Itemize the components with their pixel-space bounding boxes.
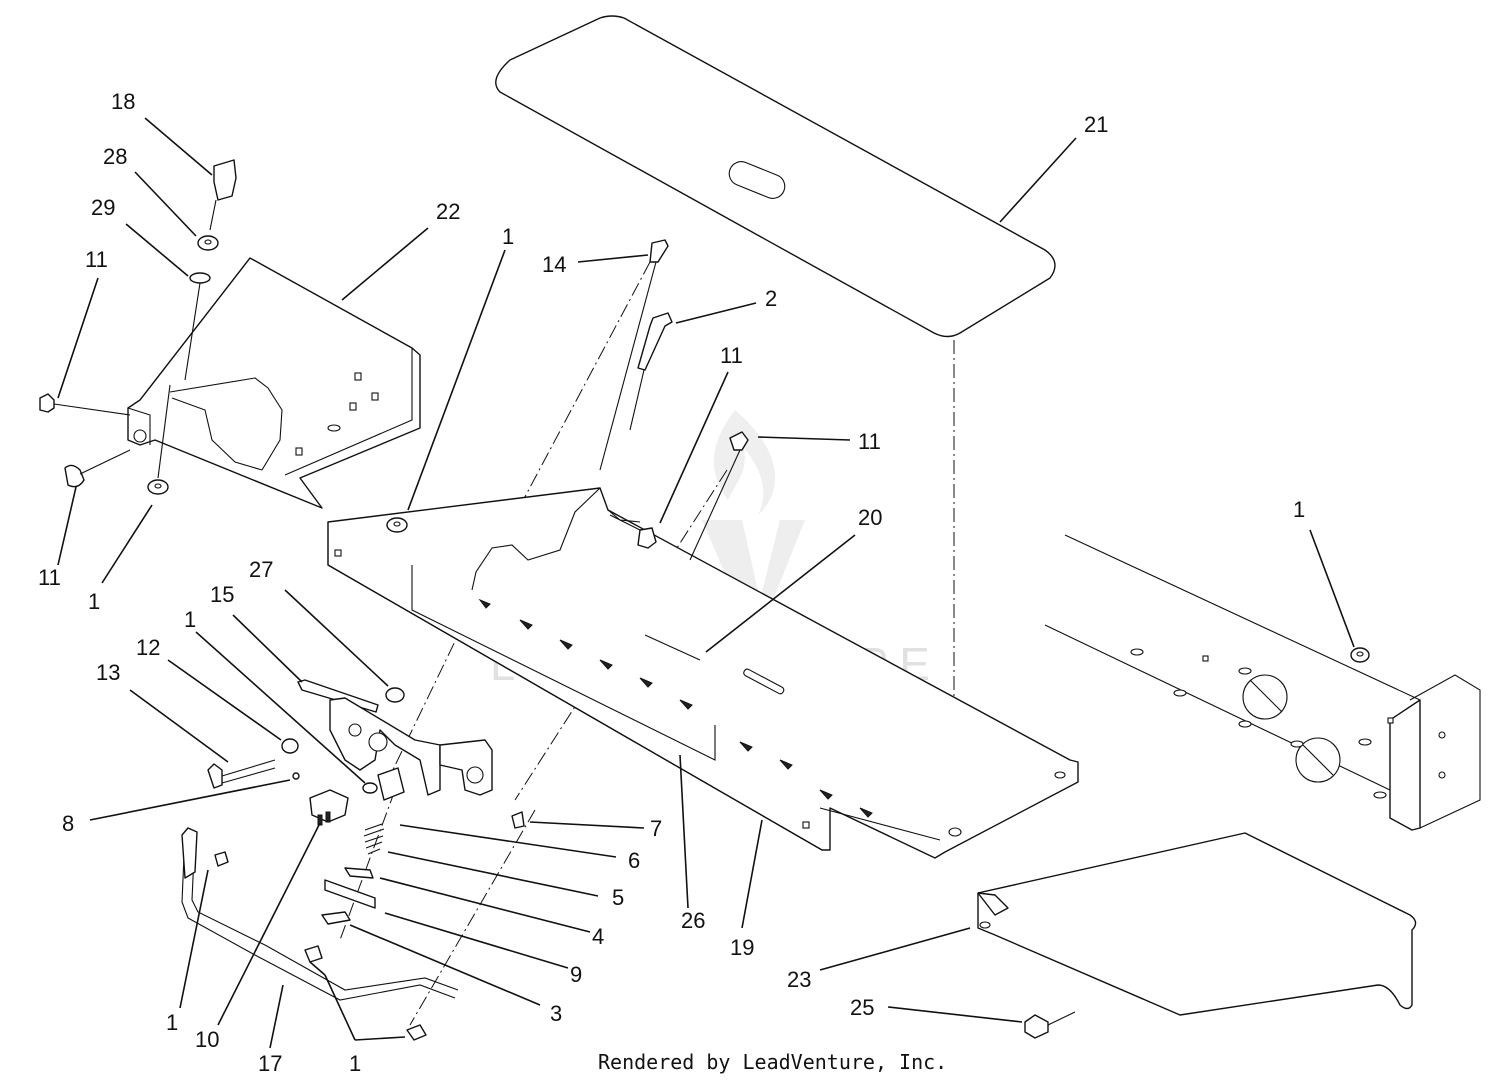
callout-10: 10 <box>195 1027 219 1052</box>
part-25-bolt <box>1024 1011 1076 1039</box>
callout-19: 19 <box>730 935 754 960</box>
callout-14: 14 <box>542 252 566 277</box>
callout-23: 23 <box>787 967 811 992</box>
callout-11: 11 <box>85 247 108 272</box>
callout-20: 20 <box>858 505 882 530</box>
callout-18: 18 <box>111 89 135 114</box>
credit-text: Rendered by LeadVenture, Inc. <box>598 1050 948 1074</box>
callout-21: 21 <box>1084 112 1108 137</box>
callout-11: 11 <box>38 565 61 590</box>
part-19-main-channel <box>327 487 1079 859</box>
leader-lines <box>57 117 1355 1049</box>
hardware <box>39 159 1370 1041</box>
callout-9: 9 <box>570 962 582 987</box>
callout-5: 5 <box>612 885 624 910</box>
callout-29: 29 <box>91 195 115 220</box>
callout-1: 1 <box>502 224 514 249</box>
callout-17: 17 <box>258 1051 282 1076</box>
part-22-bracket <box>127 257 421 509</box>
callout-28: 28 <box>103 144 127 169</box>
callout-11: 11 <box>720 343 743 368</box>
callout-1: 1 <box>166 1010 178 1035</box>
callout-15: 15 <box>210 582 234 607</box>
part-23-shield <box>977 832 1417 1016</box>
callout-4: 4 <box>592 924 604 949</box>
callout-25: 25 <box>850 995 874 1020</box>
callout-1: 1 <box>88 589 100 614</box>
callout-3: 3 <box>550 1001 562 1026</box>
part-21-cover-plate <box>495 15 1056 338</box>
callout-7: 7 <box>650 816 662 841</box>
callout-1: 1 <box>1293 497 1305 522</box>
callout-22: 22 <box>436 199 460 224</box>
callout-12: 12 <box>136 635 160 660</box>
callouts: 18 28 29 22 11 11 1 1 14 2 11 11 21 20 1… <box>38 89 1305 1076</box>
callout-26: 26 <box>681 908 705 933</box>
callout-6: 6 <box>628 848 640 873</box>
watermark-logo <box>702 410 805 620</box>
callout-1: 1 <box>184 607 196 632</box>
callout-11: 11 <box>858 429 881 454</box>
callout-8: 8 <box>62 811 74 836</box>
callout-27: 27 <box>249 557 273 582</box>
callout-13: 13 <box>96 660 120 685</box>
callout-1: 1 <box>349 1051 361 1076</box>
callout-2: 2 <box>765 286 777 311</box>
frame-rail <box>1044 534 1481 831</box>
